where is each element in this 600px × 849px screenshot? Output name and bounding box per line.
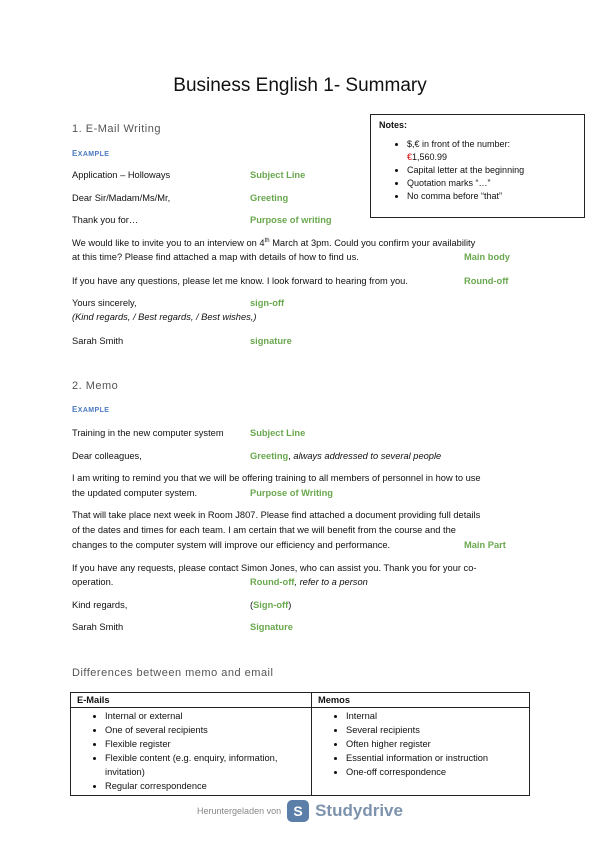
memos-cell: InternalSeveral recipientsOften higher r… [311,707,530,796]
notes-item: No comma before “that” [407,190,576,203]
memos-column-header: Memos [311,692,530,708]
emails-cell: Internal or externalOne of several recip… [70,707,312,796]
memo-main-line3: changes to the computer system will impr… [72,540,391,550]
studydrive-brand[interactable]: Studydrive [315,801,403,820]
email-name: Sarah Smith [72,336,124,346]
memo-signoff: Kind regards, [72,600,128,610]
email-greeting: Dear Sir/Madam/Ms/Mr, [72,193,171,203]
email-trait-item: Regular correspondence [105,779,305,793]
email-greeting-tag: Greeting [250,193,289,203]
email-subject: Application – Holloways [72,170,171,180]
notes-box: Notes: $,€ in front of the number:€1,560… [370,114,585,218]
euro-symbol: € [407,152,413,162]
page-title: Business English 1- Summary [173,75,427,96]
memo-trait-item: Essential information or instruction [346,751,523,765]
email-section-heading: 1. E-Mail Writing [72,123,161,135]
email-trait-item: Flexible content (e.g. enquiry, informat… [105,751,305,779]
memo-main-line1: That will take place next week in Room J… [72,510,481,520]
notes-item: Quotation marks “…” [407,177,576,190]
memo-name: Sarah Smith [72,622,124,632]
email-thanks: Thank you for… [72,215,139,225]
memo-greeting: Dear colleagues, [72,451,142,461]
email-body-tag: Main body [464,252,510,262]
memo-trait-item: Often higher register [346,737,523,751]
downloaded-from-text: Heruntergeladen von [197,806,282,816]
differences-heading: Differences between memo and email [72,667,274,679]
email-name-tag: signature [250,336,292,346]
memo-trait-item: Several recipients [346,723,523,737]
email-signoff-tag: sign-off [250,298,285,308]
memo-greeting-annotation: Greeting, always addressed to several pe… [250,451,442,461]
email-thanks-tag: Purpose of writing [250,215,332,225]
memo-roundoff-line1: If you have any requests, please contact… [72,563,477,573]
memo-subject: Training in the new computer system [72,428,224,438]
notes-item: Capital letter at the beginning [407,164,576,177]
email-body-line1: We would like to invite you to an interv… [72,238,476,249]
memo-purpose-line2: the updated computer system. [72,488,198,498]
memos-list: InternalSeveral recipientsOften higher r… [318,709,523,779]
memo-main-line2: of the dates and times for each team. I … [72,525,456,535]
notes-item: $,€ in front of the number:€1,560.99 [407,138,576,164]
memo-purpose-line1: I am writing to remind you that we will … [72,473,481,483]
email-trait-item: Internal or external [105,709,305,723]
memo-trait-item: Internal [346,709,523,723]
email-roundoff-tag: Round-off [464,276,509,286]
footer: Heruntergeladen von S Studydrive [0,800,600,822]
email-roundoff: If you have any questions, please let me… [72,276,408,286]
memo-roundoff-annotation: Round-off, refer to a person [250,577,368,587]
memo-name-tag: Signature [250,622,293,632]
emails-list: Internal or externalOne of several recip… [77,709,305,793]
differences-table: E-Mails Memos Internal or externalOne of… [70,692,530,796]
memo-trait-item: One-off correspondence [346,765,523,779]
memo-purpose-tag: Purpose of Writing [250,488,333,498]
email-example-label: EXAMPLE [72,149,110,158]
notes-list: $,€ in front of the number:€1,560.99 Cap… [379,138,576,203]
memo-roundoff-line2: operation. [72,577,114,587]
email-body-line2: at this time? Please find attached a map… [72,252,359,262]
email-trait-item: One of several recipients [105,723,305,737]
studydrive-logo-icon: S [287,800,310,822]
memo-section-heading: 2. Memo [72,380,119,392]
memo-subject-tag: Subject Line [250,428,306,438]
email-trait-item: Flexible register [105,737,305,751]
emails-column-header: E-Mails [70,692,312,708]
memo-main-tag: Main Part [464,540,506,550]
memo-example-label: EXAMPLE [72,405,110,414]
email-signoff: Yours sincerely, [72,298,137,308]
email-signoff-alternatives: (Kind regards, / Best regards, / Best wi… [72,312,257,322]
email-subject-tag: Subject Line [250,170,306,180]
notes-title: Notes: [379,120,408,130]
memo-signoff-tag: (Sign-off) [250,600,292,610]
